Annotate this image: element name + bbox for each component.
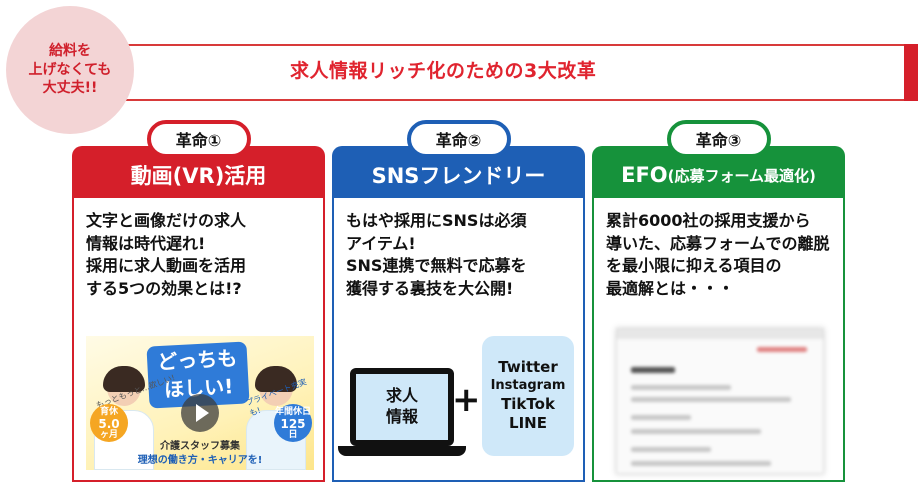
revolution-heading-2: SNSフレンドリー <box>332 146 585 198</box>
revolution-heading-3-main: EFO <box>621 163 668 187</box>
header-bottom-rule <box>120 99 906 101</box>
leave-label: 育休 <box>99 407 118 417</box>
thumbnail-caption: 介護スタッフ募集 <box>160 441 240 452</box>
thumbnail-subcaption: 理想の働き方・キャリアを! <box>137 455 263 466</box>
revolution-body-3: 累計6000社の採用支援から 導いた、応募フォームでの離脱 を最小限に抑える項目… <box>592 198 845 482</box>
revolution-card-3: 革命③ EFO(応募フォーム最適化) 累計6000社の採用支援から 導いた、応募… <box>592 120 845 482</box>
sns-item: TikTok <box>501 394 555 413</box>
leave-months-badge: 育休 5.0 ヶ月 <box>90 404 128 442</box>
revolution-card-1: 革命① 動画(VR)活用 文字と画像だけの求人 情報は時代遅れ! 採用に求人動画… <box>72 120 325 482</box>
play-icon[interactable] <box>181 394 219 432</box>
recruit-video-thumbnail[interactable]: どっちも ほしい! もっともっと…欲しい! プライベート充実も! 育休 5.0 … <box>86 336 314 470</box>
holidays-label: 年間休日 <box>274 407 311 417</box>
sns-item: Instagram <box>490 377 566 393</box>
revolution-description-1: 文字と画像だけの求人 情報は時代遅れ! 採用に求人動画を活用 する5つの効果とは… <box>86 211 247 299</box>
revolution-body-1: 文字と画像だけの求人 情報は時代遅れ! 採用に求人動画を活用 する5つの効果とは… <box>72 198 325 482</box>
laptop-base <box>338 446 466 456</box>
page-title: 求人情報リッチ化のための3大改革 <box>290 60 597 82</box>
revolution-tag-3: 革命③ <box>666 120 771 158</box>
revolution-description-3: 累計6000社の採用支援から 導いた、応募フォームでの離脱 を最小限に抑える項目… <box>606 211 830 299</box>
revolution-heading-3-sub: (応募フォーム最適化) <box>667 166 816 185</box>
header-top-rule <box>120 44 906 46</box>
salary-badge: 給料を 上げなくても 大丈夫!! <box>6 6 134 134</box>
revolution-tag-2: 革命② <box>406 120 511 158</box>
sns-item: Twitter <box>498 358 558 377</box>
laptop-icon: 求人 情報 <box>350 368 454 446</box>
revolution-body-2: もはや採用にSNSは必須 アイテム! SNS連携で無料で応募を 獲得する裏技を大… <box>332 198 585 482</box>
revolution-tag-1: 革命① <box>146 120 251 158</box>
sns-list-box: Twitter Instagram TikTok LINE <box>482 336 574 456</box>
holidays-unit: 日 <box>288 430 298 441</box>
header-accent-tab <box>904 44 918 101</box>
revolution-card-2: 革命② SNSフレンドリー もはや採用にSNSは必須 アイテム! SNS連携で無… <box>332 120 585 482</box>
holidays-badge: 年間休日 125 日 <box>274 404 312 442</box>
holidays-value: 125 <box>280 416 306 431</box>
blurred-form-screenshot <box>616 328 824 474</box>
plus-icon: + <box>452 380 481 420</box>
salary-badge-text: 給料を 上げなくても 大丈夫!! <box>28 42 112 97</box>
sns-item: LINE <box>509 414 547 433</box>
leave-unit: ヶ月 <box>99 430 118 441</box>
leave-value: 5.0 <box>98 416 120 431</box>
laptop-screen-text: 求人 情報 <box>356 374 448 440</box>
revolution-description-2: もはや採用にSNSは必須 アイテム! SNS連携で無料で応募を 獲得する裏技を大… <box>346 211 527 299</box>
